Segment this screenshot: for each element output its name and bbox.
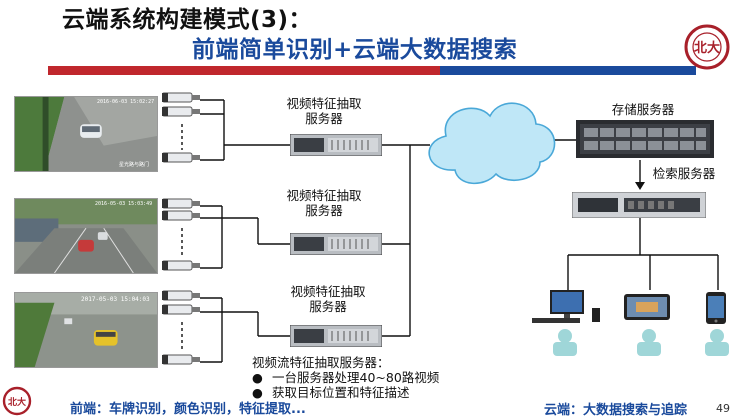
camera-timestamp: 2017-05-03 15:04:03 (81, 296, 150, 303)
camera-location: 星光路与路门 (119, 162, 150, 168)
notes-item: ●获取目标位置和特征描述 (252, 385, 410, 400)
storage-server-icon (576, 120, 714, 158)
storage-server-label: 存储服务器 (611, 102, 675, 117)
extract-server-icon (290, 134, 382, 156)
extract-server-label-1: 视频特征抽取服务器 (286, 96, 362, 126)
footer-frontend-note: 前端：车牌识别，颜色识别，特征提取... (70, 402, 306, 417)
svg-text:北大: 北大 (8, 396, 26, 408)
user-icon (553, 329, 577, 356)
user-icon (705, 329, 729, 356)
camera-feed-1: 2016-06-03 15:02:27 星光路与路门 (14, 96, 158, 172)
extract-server-label-3: 视频特征抽取服务器 (290, 284, 366, 314)
tablet-icon (624, 294, 670, 320)
desktop-computer-icon (532, 290, 600, 323)
slide-title: 云端系统构建模式(3)： (62, 7, 313, 33)
cctv-camera-icon (162, 152, 200, 163)
slide-subtitle: 前端简单识别+云端大数据搜索 (192, 37, 518, 63)
extract-server-label-2: 视频特征抽取服务器 (286, 188, 362, 218)
university-seal-small: 北大 (2, 386, 32, 416)
search-server-icon (572, 192, 706, 218)
svg-text:北大: 北大 (694, 40, 720, 56)
extract-server-notes: 视频流特征抽取服务器： ●一台服务器处理40~80路视频 ●获取目标位置和特征描… (252, 355, 439, 400)
user-icon (637, 329, 661, 356)
cctv-camera-icon (162, 354, 200, 365)
cctv-camera-icon (162, 260, 200, 271)
notes-item: ●一台服务器处理40~80路视频 (252, 370, 440, 385)
camera-timestamp: 2016-05-03 15:03:49 (95, 201, 153, 207)
extract-server-icon (290, 233, 382, 255)
camera-feed-3: 2017-05-03 15:04:03 (14, 292, 158, 368)
cctv-camera-icon (162, 210, 200, 221)
cloud-icon (428, 102, 556, 185)
extract-server-icon (290, 325, 382, 347)
university-seal-logo: 北大 (684, 24, 730, 70)
cctv-camera-icon (162, 290, 200, 301)
cctv-camera-icon (162, 106, 200, 117)
cctv-camera-icon (162, 304, 200, 315)
cctv-camera-icon (162, 198, 200, 209)
page-number: 49 (716, 402, 730, 415)
notes-heading: 视频流特征抽取服务器： (252, 355, 390, 370)
camera-feed-2: 2016-05-03 15:03:49 (14, 198, 158, 274)
camera-timestamp: 2016-06-03 15:02:27 (97, 99, 155, 105)
search-server-label: 检索服务器 (652, 166, 716, 181)
smartphone-icon (706, 292, 726, 324)
cctv-camera-icon (162, 92, 200, 103)
footer-cloud-note: 云端：大数据搜索与追踪 (544, 403, 688, 418)
